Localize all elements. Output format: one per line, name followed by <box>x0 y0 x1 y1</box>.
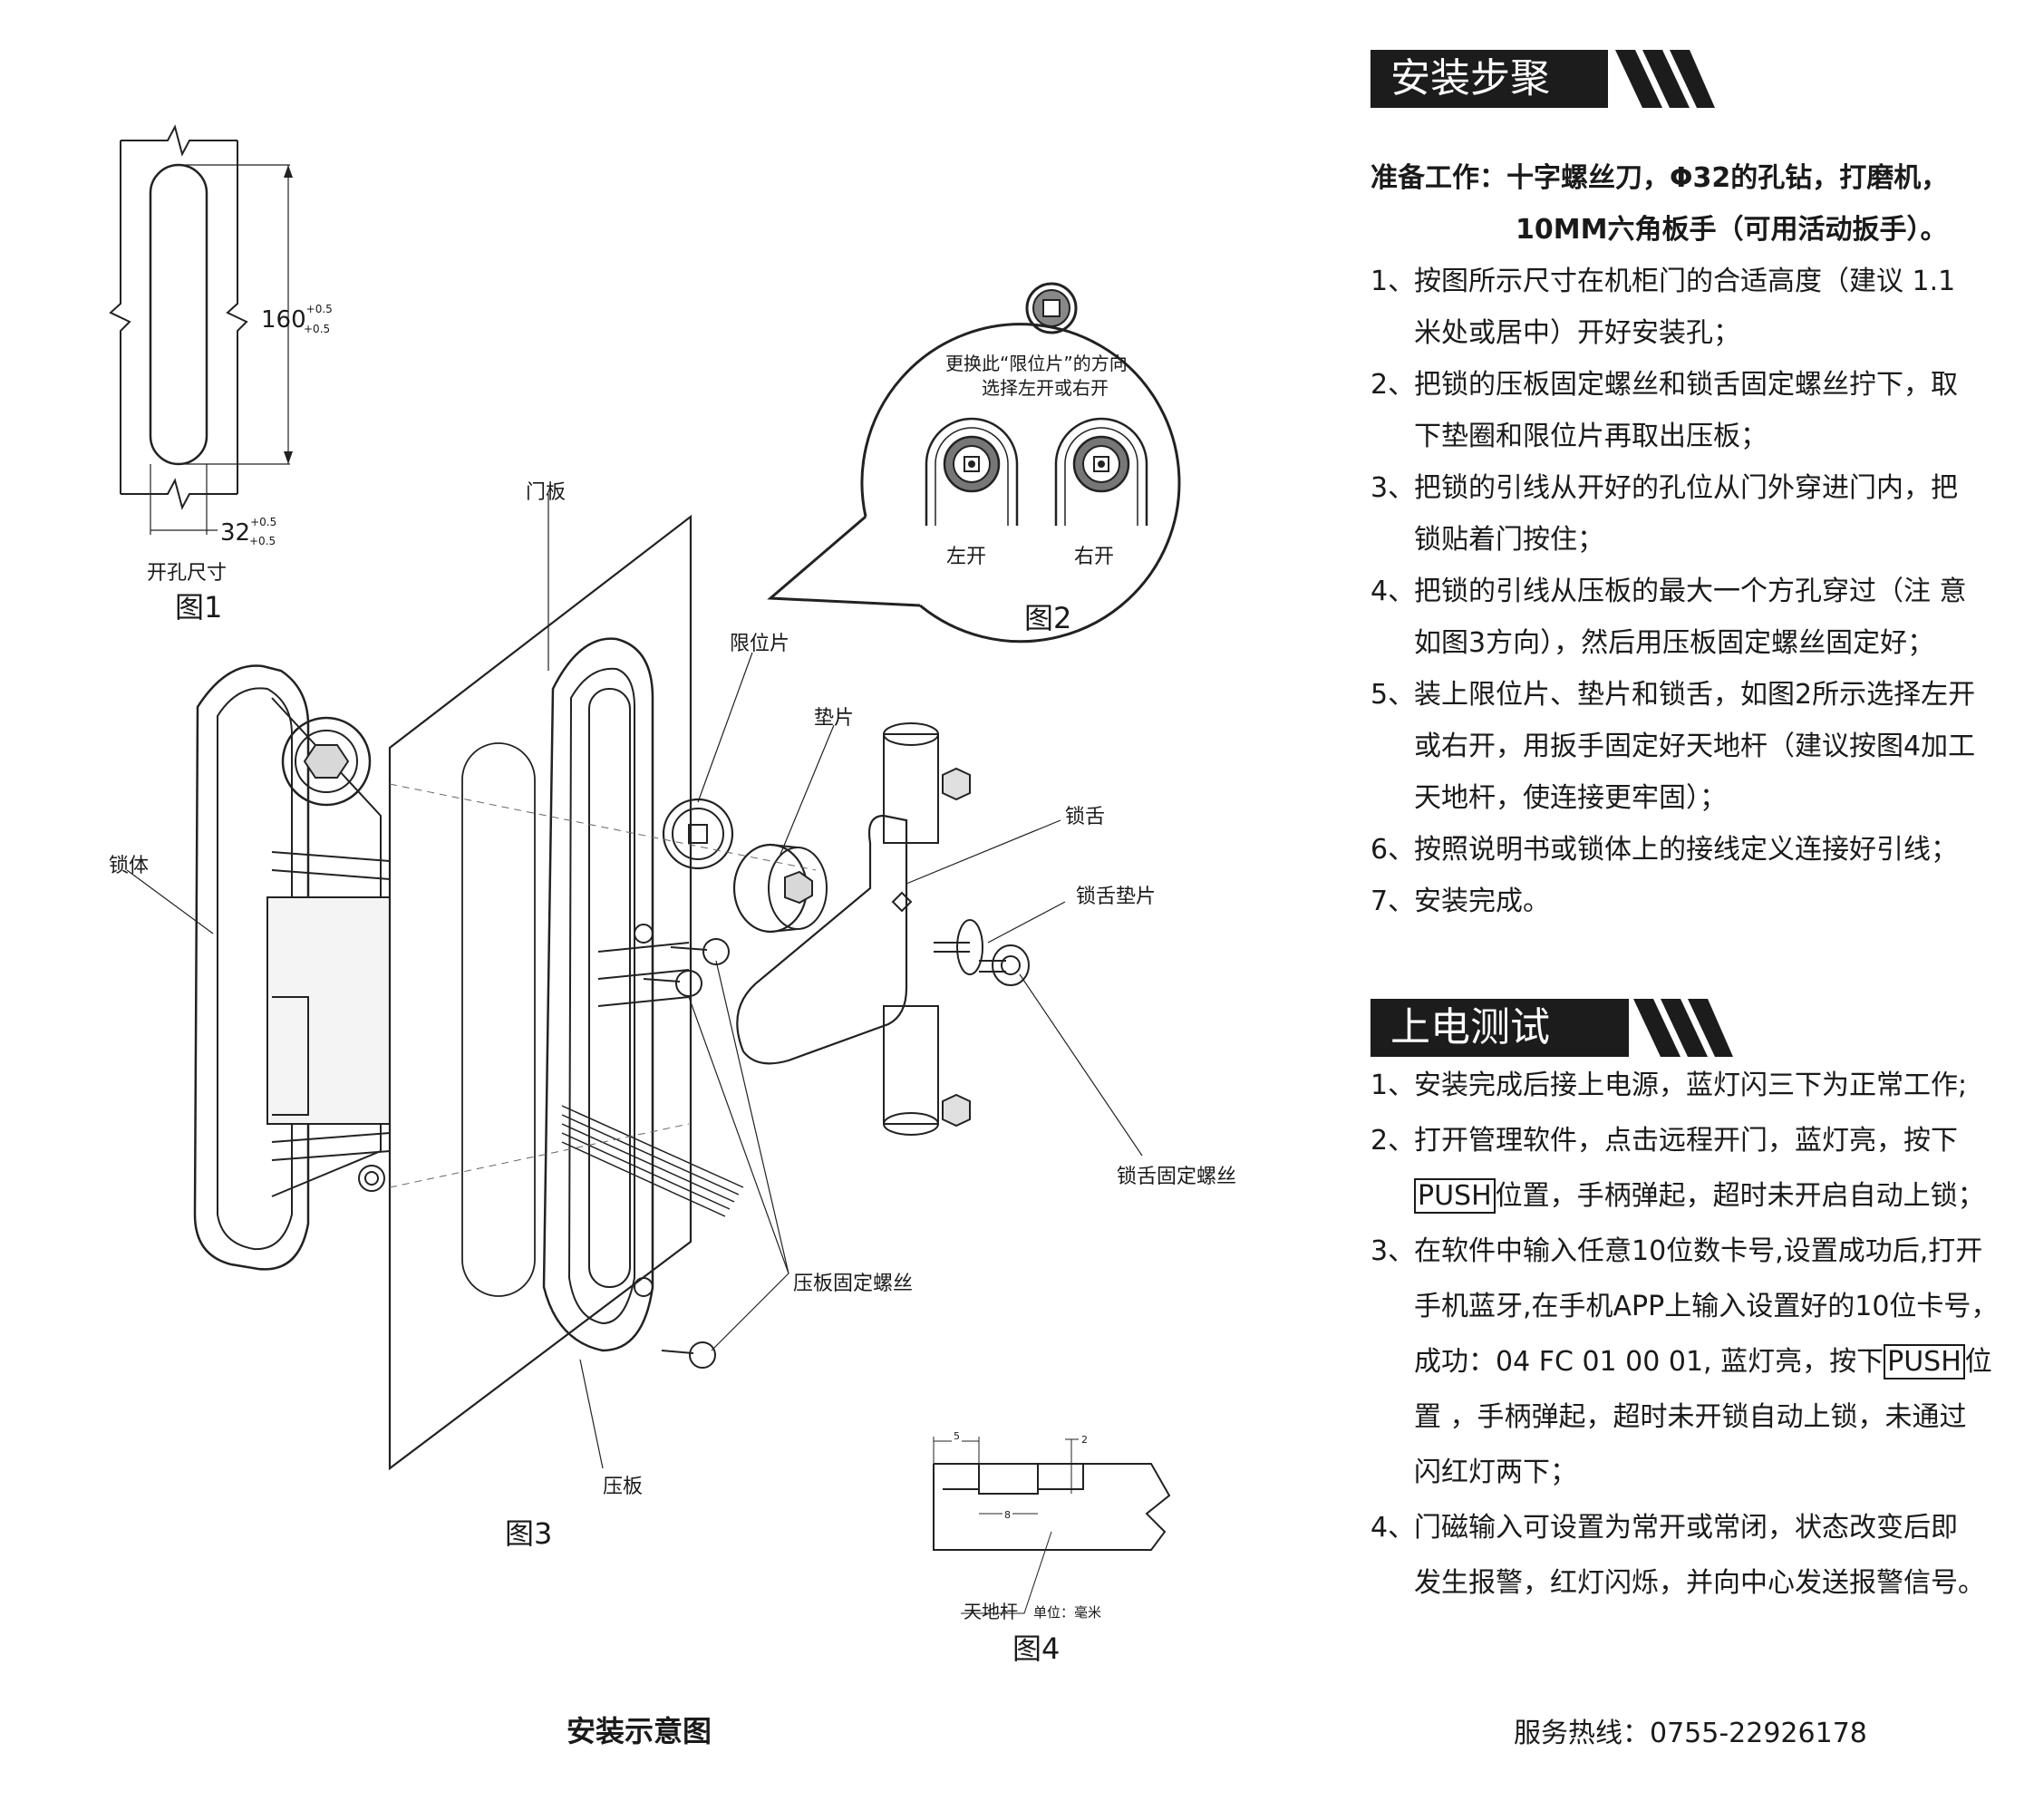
plate-screw-label: 压板固定螺丝 <box>793 1273 914 1295</box>
push-label: PUSH <box>1884 1344 1965 1380</box>
install-steps-list: 1、 按图所示尺寸在机柜门的合适高度（建议 1.1 米处或居中）开好安装孔； 2… <box>1371 256 2016 927</box>
install-step-2: 2、 把锁的压板固定螺丝和锁舌固定螺丝拧下，取 下垫圈和限位片再取出压板； <box>1371 369 1958 452</box>
stripe-decoration-icon <box>1615 50 1715 108</box>
tongue-screw-drawing <box>934 919 1030 986</box>
power-step-4: 4、 门磁输入可设置为常开或常闭，状态改变后即 发生报警，红灯闪烁，并向中心发送… <box>1371 1512 1985 1599</box>
fig4-dim-2: 2 <box>1081 1434 1088 1446</box>
fig1-height-value: 160+0.5 <box>261 303 333 334</box>
press-plate-drawing <box>542 637 690 1352</box>
stop-plate-label: 限位片 <box>730 633 790 655</box>
wires-drawing <box>561 1105 744 1217</box>
prep-text: 准备工作：十字螺丝刀，Φ32的孔钻，打磨机， 10MM六角板手（可用活动扳手）。 <box>1371 152 1948 256</box>
install-title: 安装步聚 <box>1371 50 1608 108</box>
lock-tongue-label: 锁舌 <box>1065 806 1106 828</box>
fig2-balloon <box>767 282 1181 644</box>
fig3-caption: 图3 <box>505 1516 553 1551</box>
stop-plate-drawing <box>662 798 734 870</box>
fig2-caption: 图2 <box>1024 601 1072 635</box>
tongue-washer-label: 锁舌垫片 <box>1076 886 1157 908</box>
power-step-3: 3、 在软件中输入任意10位数卡号,设置成功后,打开 手机蓝牙,在手机APP上输… <box>1371 1235 1999 1488</box>
prep-line2: 10MM六角板手（可用活动扳手）。 <box>1516 214 1948 246</box>
fig4-dim-5: 5 <box>952 1430 962 1442</box>
fig1-width-tol-bottom: +0.5 <box>249 535 276 547</box>
fig2-note-line1: 更换此“限位片”的方向 <box>945 353 1128 374</box>
door-panel-drawing <box>388 514 693 1471</box>
fig4-rod-profile <box>933 1437 1171 1614</box>
left-open-detail <box>925 417 1019 526</box>
door-panel-label: 门板 <box>526 481 567 504</box>
install-step-7: 7、 安装完成。 <box>1371 886 1550 917</box>
fig4-caption: 图4 <box>1012 1631 1061 1666</box>
lock-body-drawing <box>193 664 391 1271</box>
install-step-3: 3、 把锁的引线从开好的孔位从门外穿进门内，把 锁贴着门按住； <box>1371 472 1958 556</box>
install-step-6: 6、 按照说明书或锁体上的接线定义连接好引线； <box>1371 834 1958 866</box>
fig4-dim-8: 8 <box>1002 1509 1012 1521</box>
washer-label: 垫片 <box>814 707 855 730</box>
fig3-exploded-view <box>126 494 1143 1471</box>
fig2-left-label: 左开 <box>946 546 987 568</box>
install-step-4: 4、 把锁的引线从压板的最大一个方孔穿过（注 意 如图3方向），然后用压板固定螺… <box>1371 576 1967 659</box>
installation-diagram <box>109 124 1181 1614</box>
washer-drawing <box>732 843 828 934</box>
power-title: 上电测试 <box>1371 999 1629 1057</box>
fig2-note-line2: 选择左开或右开 <box>982 377 1109 399</box>
push-label: PUSH <box>1414 1178 1496 1214</box>
hotline: 服务热线：0755-22926178 <box>1514 1718 1867 1749</box>
fig1-hole-drawing <box>109 124 293 535</box>
fig1-height-tol-bottom: +0.5 <box>304 323 331 335</box>
right-open-detail <box>1054 417 1148 526</box>
fig1-width-value: 32+0.5 <box>220 516 277 547</box>
fig4-unit-label: 单位：毫米 <box>1033 1604 1102 1621</box>
lock-body-label: 锁体 <box>109 855 150 877</box>
power-step-1: 1、 安装完成后接上电源，蓝灯闪三下为正常工作; <box>1371 1070 1968 1101</box>
power-steps-list: 1、 安装完成后接上电源，蓝灯闪三下为正常工作; 2、 打开管理软件，点击远程开… <box>1371 1058 2016 1611</box>
tongue-screw-label: 锁舌固定螺丝 <box>1117 1166 1237 1188</box>
plate-screws-drawing <box>643 938 730 1369</box>
fig1-caption: 图1 <box>175 590 223 624</box>
prep-line1: 准备工作：十字螺丝刀，Φ32的孔钻，打磨机， <box>1371 162 1949 194</box>
fig1-label: 开孔尺寸 <box>147 562 228 585</box>
lock-tongue-drawing <box>736 722 971 1136</box>
stripe-decoration-icon <box>1633 999 1733 1057</box>
overall-caption: 安装示意图 <box>567 1714 712 1748</box>
fig4-rod-label: 天地杆 <box>964 1601 1018 1622</box>
install-step-5: 5、 装上限位片、垫片和锁舌，如图2所示选择左开 或右开，用扳手固定好天地杆（建… <box>1371 679 1976 814</box>
press-plate-label: 压板 <box>603 1476 644 1498</box>
fig2-right-label: 右开 <box>1074 546 1115 568</box>
install-step-1: 1、 按图所示尺寸在机柜门的合适高度（建议 1.1 米处或居中）开好安装孔； <box>1371 266 1956 349</box>
